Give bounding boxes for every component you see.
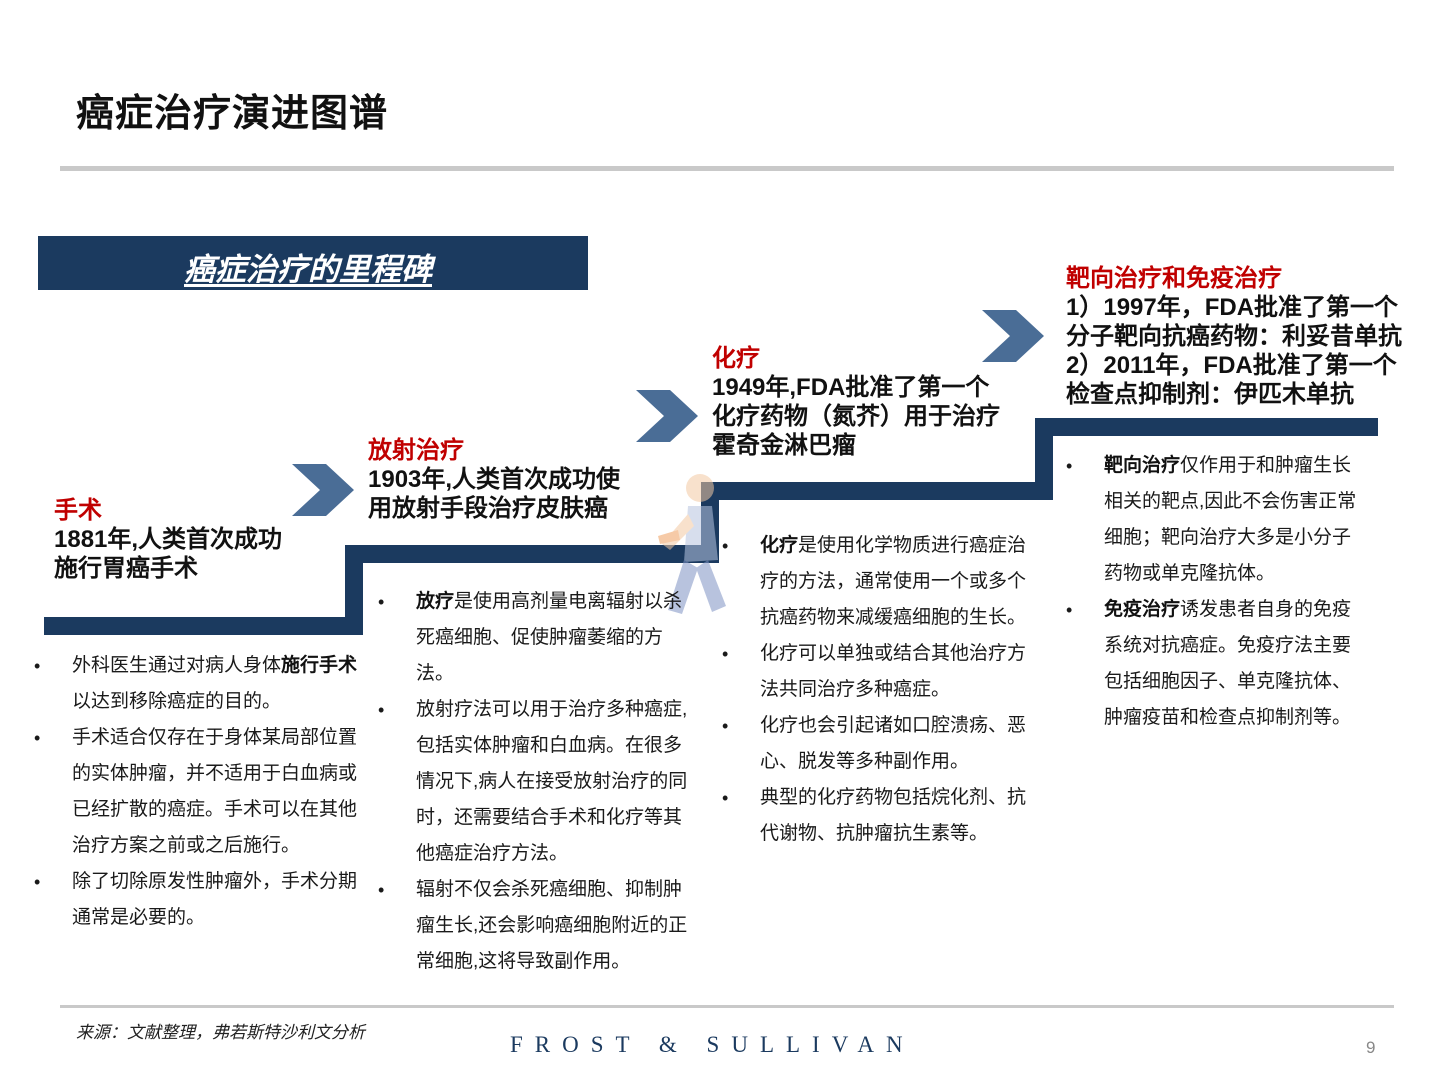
milestone-desc-line: 检查点抑制剂：伊匹木单抗 bbox=[1066, 381, 1354, 408]
chevron-right-icon bbox=[636, 390, 698, 442]
list-item: 放疗是使用高剂量电离辐射以杀死癌细胞、促使肿瘤萎缩的方法。 bbox=[378, 584, 690, 692]
list-item: 化疗也会引起诸如口腔溃疡、恶心、脱发等多种副作用。 bbox=[722, 708, 1034, 780]
milestone-desc-line: 分子靶向抗癌药物：利妥昔单抗 bbox=[1066, 323, 1402, 350]
milestone-chemotherapy: 化疗 1949年,FDA批准了第一个化疗药物（氮芥）用于治疗霍奇金淋巴瘤 bbox=[712, 344, 1000, 460]
list-item: 化疗可以单独或结合其他治疗方法共同治疗多种癌症。 bbox=[722, 636, 1034, 708]
milestone-surgery: 手术 1881年,人类首次成功施行胃癌手术 bbox=[54, 496, 284, 583]
list-item: 免疫治疗诱发患者自身的免疫系统对抗癌症。免疫疗法主要包括细胞因子、单克隆抗体、肿… bbox=[1066, 592, 1358, 736]
targeted-immuno-bullets: 靶向治疗仅作用于和肿瘤生长相关的靶点,因此不会伤害正常细胞；靶向治疗大多是小分子… bbox=[1066, 448, 1358, 736]
list-item: 靶向治疗仅作用于和肿瘤生长相关的靶点,因此不会伤害正常细胞；靶向治疗大多是小分子… bbox=[1066, 448, 1358, 592]
milestone-desc: 1903年,人类首次成功使用放射手段治疗皮肤癌 bbox=[368, 466, 621, 522]
list-item: 除了切除原发性肿瘤外，手术分期通常是必要的。 bbox=[34, 864, 374, 936]
milestone-radiotherapy: 放射治疗 1903年,人类首次成功使用放射手段治疗皮肤癌 bbox=[368, 436, 638, 523]
milestone-name: 靶向治疗和免疫治疗 bbox=[1066, 265, 1282, 292]
milestone-desc: 1949年,FDA批准了第一个化疗药物（氮芥）用于治疗霍奇金淋巴瘤 bbox=[712, 374, 1000, 459]
milestone-name: 化疗 bbox=[712, 345, 760, 372]
milestone-desc-line: 2）2011年，FDA批准了第一个 bbox=[1066, 352, 1397, 379]
source-note: 来源：文献整理，弗若斯特沙利文分析 bbox=[76, 1023, 365, 1042]
list-item: 手术适合仅存在于身体某局部位置的实体肿瘤，并不适用于白血病或已经扩散的癌症。手术… bbox=[34, 720, 374, 864]
milestone-desc: 1881年,人类首次成功施行胃癌手术 bbox=[54, 526, 283, 582]
chevron-right-icon bbox=[982, 310, 1044, 362]
milestone-name: 放射治疗 bbox=[368, 437, 464, 464]
milestone-name: 手术 bbox=[54, 497, 102, 524]
banner-label: 癌症治疗的里程碑 bbox=[184, 252, 432, 287]
list-item: 典型的化疗药物包括烷化剂、抗代谢物、抗肿瘤抗生素等。 bbox=[722, 780, 1034, 852]
list-item: 辐射不仅会杀死癌细胞、抑制肿瘤生长,还会影响癌细胞附近的正常细胞,这将导致副作用… bbox=[378, 872, 690, 980]
milestone-targeted-immuno: 靶向治疗和免疫治疗 1）1997年，FDA批准了第一个 分子靶向抗癌药物：利妥昔… bbox=[1066, 264, 1416, 409]
frost-sullivan-logo: FROST & SULLIVAN bbox=[510, 1032, 915, 1057]
list-item: 外科医生通过对病人身体施行手术以达到移除癌症的目的。 bbox=[34, 648, 374, 720]
footer-divider bbox=[60, 1005, 1394, 1008]
list-item: 放射疗法可以用于治疗多种癌症,包括实体肿瘤和白血病。在很多情况下,病人在接受放射… bbox=[378, 692, 690, 872]
milestone-banner: 癌症治疗的里程碑 bbox=[38, 236, 588, 290]
surgery-bullets: 外科医生通过对病人身体施行手术以达到移除癌症的目的。 手术适合仅存在于身体某局部… bbox=[34, 648, 374, 936]
chemotherapy-bullets: 化疗是使用化学物质进行癌症治疗的方法，通常使用一个或多个抗癌药物来减缓癌细胞的生… bbox=[722, 528, 1034, 852]
milestone-desc-line: 1）1997年，FDA批准了第一个 bbox=[1066, 294, 1399, 321]
radiotherapy-bullets: 放疗是使用高剂量电离辐射以杀死癌细胞、促使肿瘤萎缩的方法。 放射疗法可以用于治疗… bbox=[378, 584, 690, 980]
chevron-right-icon bbox=[292, 464, 354, 516]
title-divider bbox=[60, 166, 1394, 171]
list-item: 化疗是使用化学物质进行癌症治疗的方法，通常使用一个或多个抗癌药物来减缓癌细胞的生… bbox=[722, 528, 1034, 636]
page-title: 癌症治疗演进图谱 bbox=[76, 93, 389, 135]
page-number: 9 bbox=[1366, 1038, 1376, 1057]
